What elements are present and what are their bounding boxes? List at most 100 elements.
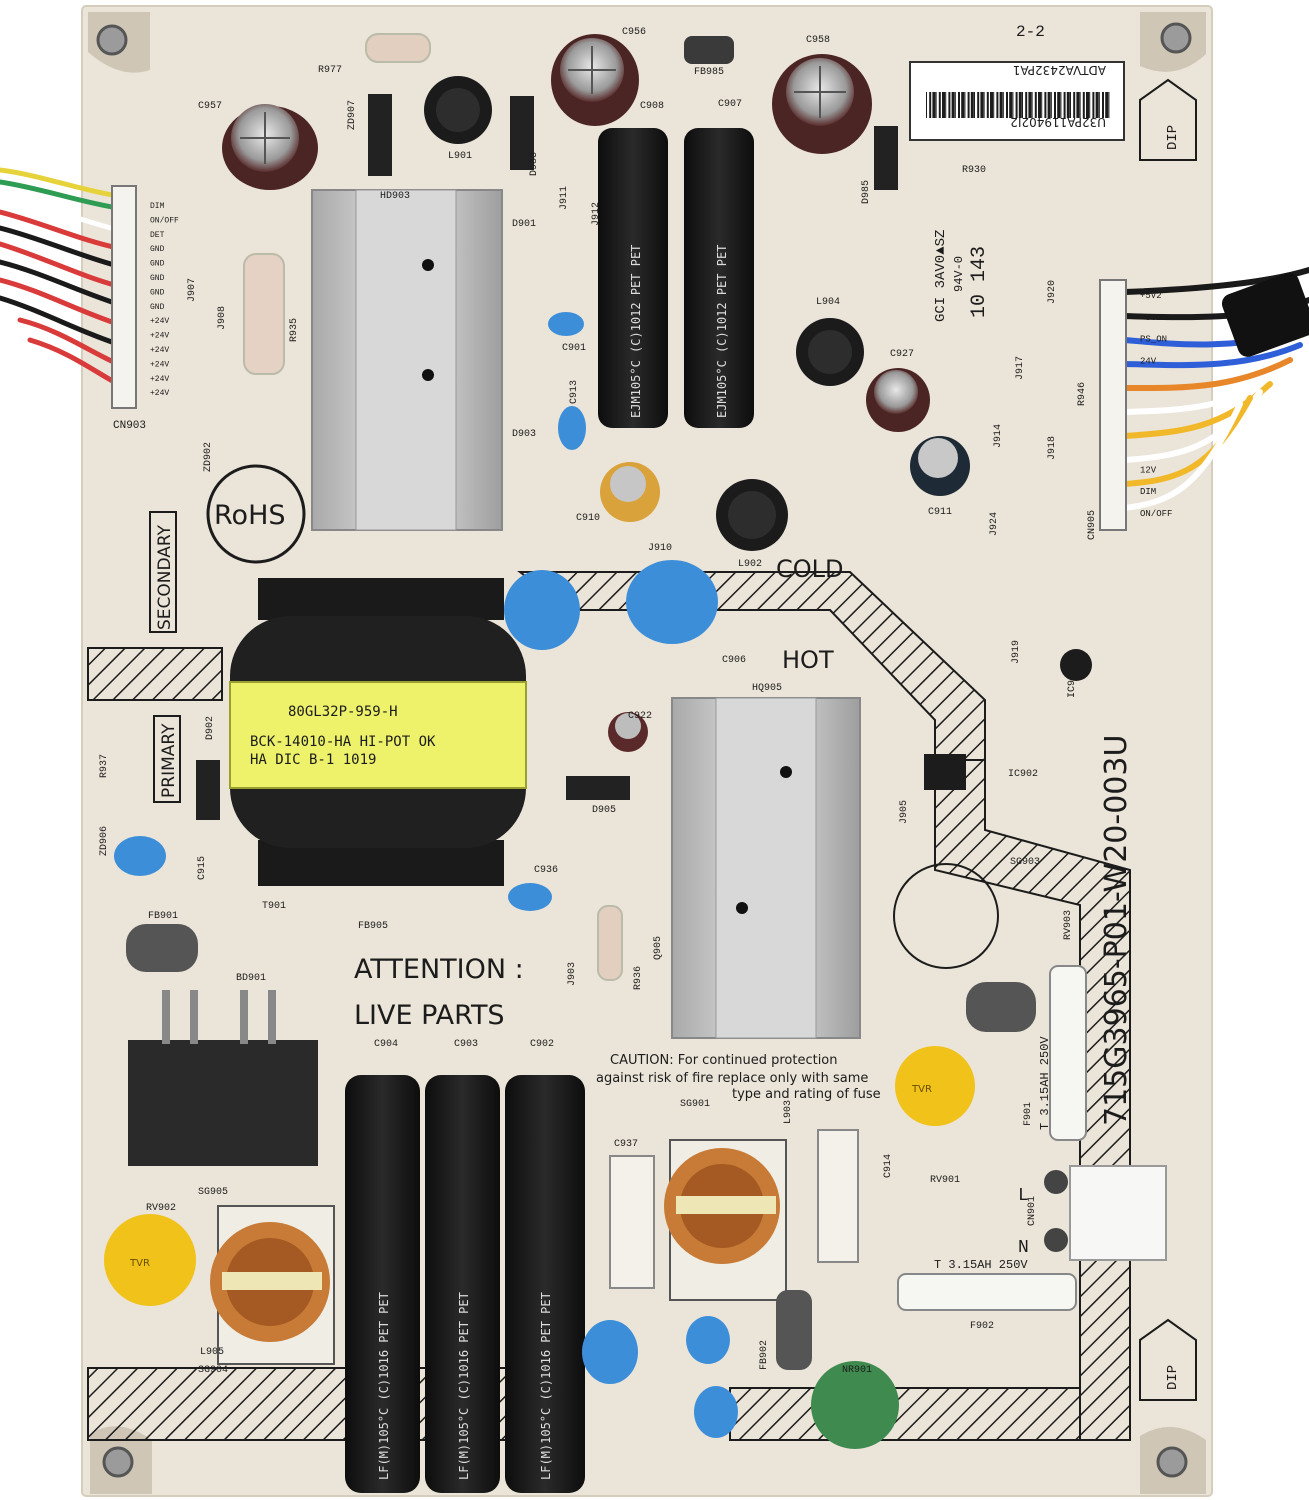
- refdes-r936: R936: [633, 966, 644, 990]
- refdes-j912: J912: [591, 202, 602, 226]
- caution-line-1: CAUTION: For continued protection: [610, 1053, 838, 1068]
- barcode-bar: [1098, 92, 1100, 118]
- refdes-r937: R937: [99, 754, 110, 778]
- cn903-pin-label: DET: [150, 231, 165, 240]
- refdes-j908: J908: [217, 306, 228, 330]
- cn905-pin-label: +5V2: [1140, 291, 1162, 301]
- barcode-bar: [1079, 92, 1081, 118]
- barcode-bar: [1038, 92, 1041, 118]
- barcode-bar: [954, 92, 956, 118]
- refdes-c902: C902: [530, 1039, 554, 1050]
- choke-l905: [210, 1205, 335, 1365]
- barcode-bar: [1018, 92, 1022, 118]
- cn905-ref: CN905: [1087, 510, 1098, 540]
- caution-line-2: against risk of fire replace only with s…: [596, 1071, 868, 1086]
- refdes-l905: L905: [200, 1347, 224, 1358]
- refdes-r930: R930: [962, 165, 986, 176]
- barcode-bar: [1095, 92, 1099, 118]
- cn903-pin-label: +24V: [150, 346, 169, 355]
- refdes-rv903: RV903: [1063, 910, 1074, 940]
- fuse-f901-rating: T 3.15AH 250V: [1038, 1036, 1052, 1130]
- refdes-fb985: FB985: [694, 67, 724, 78]
- barcode-bar: [945, 92, 947, 118]
- cn903-pin-label: DIM: [150, 202, 165, 211]
- bridge-rectifier-bd901: [128, 990, 318, 1166]
- inductor-l902: [716, 479, 788, 551]
- refdes-c901: C901: [562, 343, 586, 354]
- barcode-text-2: ADTVA2432PA1: [1013, 63, 1106, 77]
- refdes-c927: C927: [890, 349, 914, 360]
- cn903-pin-label: +24V: [150, 360, 169, 369]
- refdes-c915: C915: [197, 856, 208, 880]
- barcode-bar: [1102, 92, 1104, 118]
- diode-zd907: [368, 94, 392, 176]
- capacitor-c927: [866, 368, 930, 432]
- refdes-rv901: RV901: [930, 1175, 960, 1186]
- fuse-f902-rating: T 3.15AH 250V: [934, 1258, 1028, 1272]
- refdes-sg905: SG905: [198, 1187, 228, 1198]
- refdes-d905: D905: [592, 805, 616, 816]
- refdes-cn901: CN901: [1027, 1196, 1038, 1226]
- capacitor-c910: [600, 462, 660, 522]
- refdes-d903: D903: [512, 429, 536, 440]
- barcode-bar: [1108, 92, 1110, 118]
- refdes-c910: C910: [576, 513, 600, 524]
- barcode-bar: [951, 92, 955, 118]
- barcode-bar: [1047, 92, 1051, 118]
- resistor-r977: [365, 33, 431, 63]
- capacitor-c956: [551, 34, 639, 126]
- attention-label: ATTENTION :: [354, 954, 524, 985]
- live-mark: L: [1018, 1186, 1029, 1206]
- barcode-bar: [990, 92, 993, 118]
- capacitor-c904: LF(M)105°C (C)1016 PET PET: [345, 1075, 420, 1493]
- svg-text:EJM105°C (C)1012 PET PET: EJM105°C (C)1012 PET PET: [629, 245, 643, 418]
- diode-d902: [196, 760, 220, 820]
- ferrite-beads: [126, 36, 1036, 1370]
- capacitor-c914: [817, 1129, 859, 1263]
- capacitor-c957: [222, 104, 318, 190]
- live-parts-label: LIVE PARTS: [354, 1000, 505, 1031]
- barcode-bar: [964, 92, 966, 118]
- cert-mark-2: 94V-0: [952, 256, 966, 292]
- refdes-j914: J914: [993, 424, 1004, 448]
- barcode-bar: [1066, 92, 1070, 118]
- ic-ic903: [1060, 649, 1092, 681]
- barcode-bar: [942, 92, 945, 118]
- barcode-bar: [1057, 92, 1061, 118]
- refdes-j903: J903: [567, 962, 578, 986]
- barcode-bar: [935, 92, 937, 118]
- board-part-number: 715G3965-P01-W20-003U: [1099, 735, 1134, 1126]
- connector-cn905: CN905: [1087, 279, 1127, 540]
- resistor-r935: [243, 253, 285, 375]
- barcode-bar: [1092, 92, 1095, 118]
- ic-ic902: [924, 754, 966, 790]
- barcode-bar: [1041, 92, 1043, 118]
- capacitor-c958: [772, 54, 872, 154]
- mounting-hole-bottom-right: [1140, 1426, 1206, 1494]
- diode-d985: [874, 126, 898, 190]
- refdes-c937: C937: [614, 1139, 638, 1150]
- fuse-f902: T 3.15AH 250V: [897, 1258, 1077, 1311]
- sheet-number: 2-2: [1016, 23, 1045, 41]
- svg-text:EJM105°C (C)1012 PET PET: EJM105°C (C)1012 PET PET: [715, 245, 729, 418]
- refdes-l904: L904: [816, 297, 840, 308]
- refdes-fb905: FB905: [358, 921, 388, 932]
- refdes-d901: D901: [512, 219, 536, 230]
- barcode-bar: [1015, 92, 1018, 118]
- refdes-c956: C956: [622, 27, 646, 38]
- barcode-bar: [1044, 92, 1047, 118]
- barcode-bar: [1086, 92, 1089, 118]
- barcode-bar: [993, 92, 995, 118]
- cn903-pin-label: +24V: [150, 389, 169, 398]
- refdes-f901: F901: [1023, 1102, 1034, 1126]
- mounting-hole-bottom-left: [90, 1426, 152, 1494]
- svg-text:TVR: TVR: [911, 1084, 932, 1095]
- neutral-mark: N: [1018, 1238, 1029, 1258]
- barcode-bar: [1105, 92, 1109, 118]
- refdes-c906: C906: [722, 655, 746, 666]
- date-code: 10 143: [968, 246, 991, 318]
- barcode-bar: [1012, 92, 1014, 118]
- barcode-bar: [1028, 92, 1032, 118]
- barcode-bar: [977, 92, 980, 118]
